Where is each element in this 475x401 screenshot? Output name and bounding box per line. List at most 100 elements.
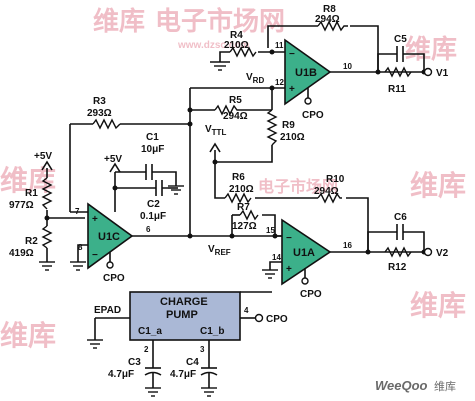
- pin-8: 8: [78, 243, 83, 252]
- watermark-right-bottom: 维库: [410, 290, 466, 321]
- u1a-opamp: U1A − + CPO: [275, 218, 332, 300]
- r7-value: 127Ω: [232, 221, 257, 232]
- r2-value: 419Ω: [9, 248, 34, 259]
- vrd-label: VRD: [246, 72, 264, 85]
- capacitor-symbols: [140, 46, 412, 388]
- pin-4: 4: [244, 306, 249, 315]
- ground-c1: [168, 185, 184, 195]
- r9-value: 210Ω: [280, 132, 305, 143]
- r5-symbol: [214, 104, 240, 116]
- c4-value: 4.7μF: [170, 369, 196, 380]
- component-labels: R8 294Ω R4 210Ω R5 294Ω R9 210Ω R3 293Ω …: [9, 4, 449, 380]
- r10-value: 294Ω: [314, 186, 339, 197]
- u1c-cpo: CPO: [103, 273, 125, 284]
- watermark-right-top: 维库: [405, 34, 457, 64]
- pin-numbers: 11 12 10 7 8 6 15 14 16 4 2 3: [75, 41, 352, 354]
- u1b-plus: +: [289, 84, 295, 95]
- pump-cpo: CPO: [266, 314, 288, 325]
- watermark-center: 电子市场网: [258, 177, 338, 196]
- watermark-left-bottom: 维库: [0, 320, 56, 351]
- vttl-label: VTTL: [205, 124, 226, 137]
- u1a-cpo: CPO: [300, 289, 322, 300]
- ground-epad: [87, 339, 103, 349]
- c6-name: C6: [394, 212, 407, 223]
- pin-14: 14: [272, 253, 281, 262]
- r11-symbol: [384, 66, 412, 78]
- u1b-opamp: U1B − + CPO: [284, 38, 332, 121]
- c6-symbol: [388, 224, 412, 240]
- u1a-label: U1A: [293, 247, 315, 259]
- cpo-terminal: [254, 313, 264, 323]
- r11-name: R11: [388, 84, 406, 95]
- r6-value: 210Ω: [229, 184, 254, 195]
- r12-symbol: [384, 246, 412, 258]
- pin-7: 7: [75, 207, 80, 216]
- v1-terminal: [423, 67, 433, 77]
- weeqoo-logo: WeeQoo 维库: [375, 378, 456, 393]
- r3-name: R3: [93, 96, 106, 107]
- u1c-plus: +: [92, 214, 98, 225]
- watermark-top-left: 维库: [93, 6, 145, 36]
- r2-name: R2: [25, 236, 38, 247]
- r1-name: R1: [25, 188, 38, 199]
- c3-symbol: [144, 367, 162, 388]
- charge-pump: CHARGE PUMP C1_a C1_b EPAD CPO: [94, 291, 288, 341]
- c5-symbol: [388, 46, 412, 62]
- pin-10: 10: [343, 62, 352, 71]
- r1-value: 977Ω: [9, 200, 34, 211]
- ground-symbols: [39, 60, 278, 397]
- plus5v-label-u1c: +5V: [104, 154, 122, 165]
- v2-terminal: [423, 247, 433, 257]
- v2-label: V2: [436, 248, 449, 259]
- c1-value: 10μF: [141, 144, 164, 155]
- pin-11: 11: [275, 41, 284, 50]
- u1b-label: U1B: [295, 67, 317, 79]
- ground-pin8: [70, 261, 86, 271]
- pin-3: 3: [200, 345, 205, 354]
- r8-name: R8: [323, 4, 336, 15]
- r7-name: R7: [237, 202, 250, 213]
- u1a-plus: +: [286, 264, 292, 275]
- c3-value: 4.7μF: [108, 369, 134, 380]
- u1c-label: U1C: [98, 231, 120, 243]
- plus5v-label-left: +5V: [34, 151, 52, 162]
- r4-name: R4: [230, 30, 243, 41]
- c3-name: C3: [128, 357, 141, 368]
- watermark-url: www.dzsc.com: [177, 40, 249, 51]
- u1b-cpo: CPO: [302, 110, 324, 121]
- c2-value: 0.1μF: [140, 211, 166, 222]
- pump-title-1: CHARGE: [160, 296, 208, 308]
- u1a-minus: −: [286, 233, 292, 244]
- watermark: 电子市场网 www.dzsc.com 维库 维库 维库 维库 电子市场网 维库 …: [0, 6, 466, 351]
- pump-c1b: C1_b: [200, 326, 224, 337]
- c2-symbol: [150, 180, 168, 196]
- c1-name: C1: [146, 132, 159, 143]
- r3-value: 293Ω: [87, 108, 112, 119]
- r7-symbol: [239, 209, 259, 221]
- pump-c1a: C1_a: [138, 326, 162, 337]
- r12-name: R12: [388, 262, 407, 273]
- c4-name: C4: [186, 357, 199, 368]
- r10-name: R10: [326, 174, 345, 185]
- v1-label: V1: [436, 68, 449, 79]
- r6-symbol: [224, 192, 252, 204]
- pin-6: 6: [146, 225, 151, 234]
- r1-symbol: [41, 177, 53, 210]
- logo-text: WeeQoo: [375, 378, 428, 393]
- supply-arrows: [41, 142, 221, 173]
- ground-r4: [210, 60, 230, 71]
- r5-value: 294Ω: [223, 111, 248, 122]
- pump-epad: EPAD: [94, 305, 121, 316]
- r10-symbol: [317, 192, 342, 204]
- ground-pin14: [262, 269, 278, 279]
- vref-label: VREF: [208, 244, 231, 257]
- pin-15: 15: [266, 226, 275, 235]
- r2-symbol: [41, 225, 53, 249]
- r9-name: R9: [282, 120, 295, 131]
- u1c-opamp: U1C + − CPO: [70, 202, 134, 284]
- r3-symbol: [92, 118, 121, 130]
- r8-value: 294Ω: [315, 14, 340, 25]
- c5-name: C5: [394, 34, 407, 45]
